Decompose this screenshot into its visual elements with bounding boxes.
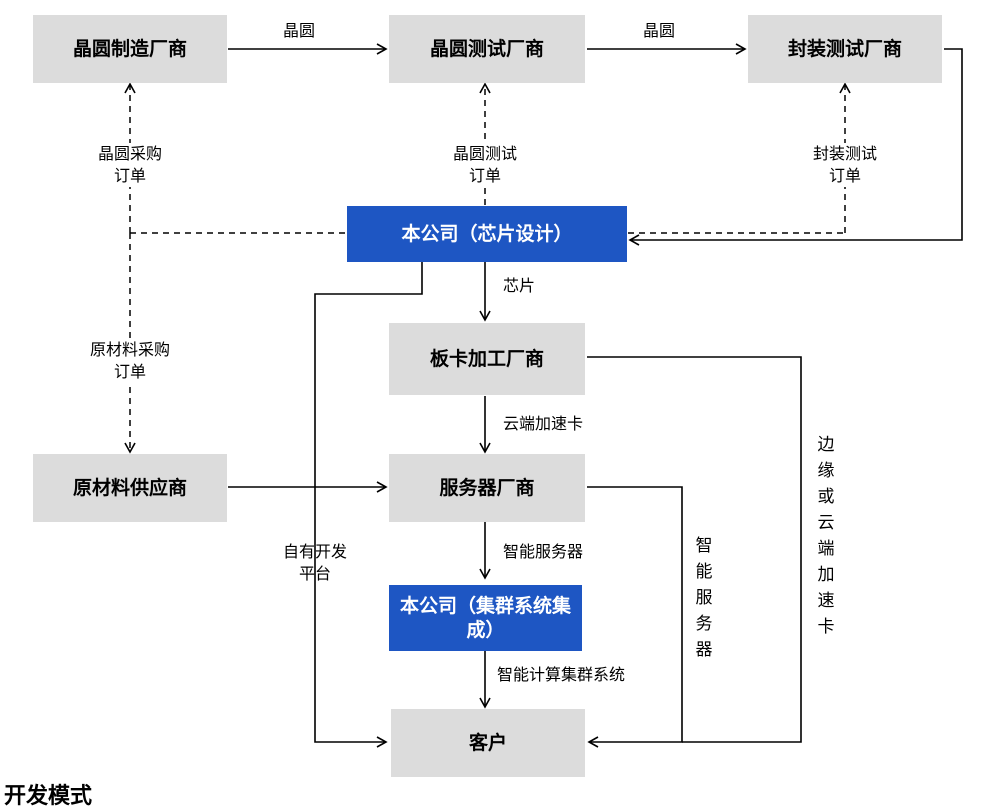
edge-package-return bbox=[628, 48, 963, 246]
label-edge-cloud-card: 边缘或云端加速卡 bbox=[817, 435, 835, 637]
node-package-test: 封装测试厂商 bbox=[748, 15, 942, 83]
node-board-maker: 板卡加工厂商 bbox=[389, 323, 585, 395]
label-raw-material-order: 原材料采购 订单 bbox=[55, 339, 205, 383]
edge-server-customer bbox=[587, 486, 683, 748]
label-smart-server-vertical: 智能服务器 bbox=[695, 536, 713, 660]
edge-board-customer bbox=[587, 356, 802, 743]
label-cloud-accel-card: 云端加速卡 bbox=[503, 414, 584, 433]
label-wafer-purchase-order: 晶圆采购 订单 bbox=[60, 143, 200, 187]
label-chip: 芯片 bbox=[503, 276, 536, 295]
label-smart-server: 智能服务器 bbox=[503, 542, 584, 561]
label-wafer-1: 晶圆 bbox=[283, 21, 316, 40]
node-server-maker: 服务器厂商 bbox=[389, 454, 585, 522]
node-customer: 客户 bbox=[391, 709, 585, 777]
edge-own-platform bbox=[314, 262, 423, 748]
node-company-chip-design: 本公司（芯片设计） bbox=[347, 206, 627, 262]
label-package-test-order: 封装测试 订单 bbox=[780, 143, 910, 187]
node-wafer-test: 晶圆测试厂商 bbox=[389, 15, 585, 83]
label-smart-cluster: 智能计算集群系统 bbox=[497, 665, 626, 684]
label-wafer-test-order: 晶圆测试 订单 bbox=[420, 143, 550, 187]
node-wafer-fab: 晶圆制造厂商 bbox=[33, 15, 227, 83]
label-wafer-2: 晶圆 bbox=[643, 21, 676, 40]
section-heading: 开发模式 bbox=[4, 783, 93, 809]
node-company-cluster: 本公司（集群系统集成） bbox=[389, 585, 582, 651]
label-own-platform: 自有开发 平台 bbox=[282, 542, 347, 583]
node-material-supplier: 原材料供应商 bbox=[33, 454, 227, 522]
